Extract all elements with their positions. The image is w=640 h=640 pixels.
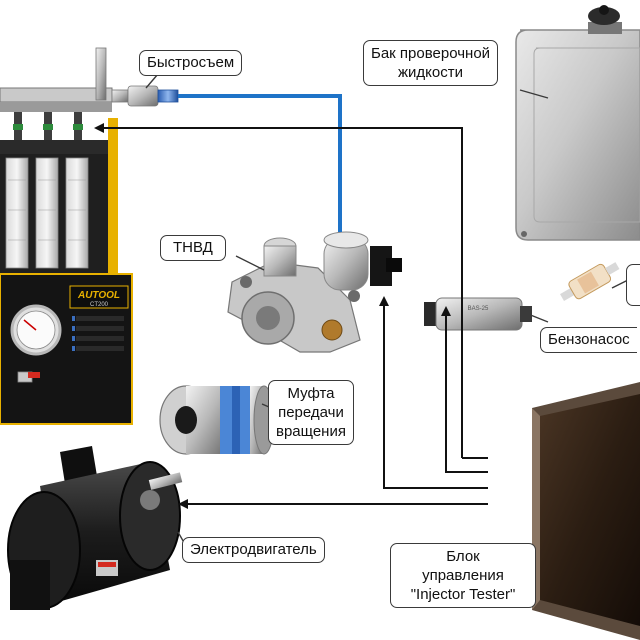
test-fluid-tank: [515, 5, 640, 241]
control-line-to-fuel-pump: [441, 306, 488, 473]
label-hp-pump: ТНВД: [160, 235, 226, 261]
label-tank: Бак проверочной жидкости: [363, 40, 499, 86]
label-control-unit-line-2: управления: [422, 567, 504, 584]
control-line-to-hp-pump: [379, 296, 488, 489]
quick-connector-part: [111, 85, 179, 107]
injector-tester-stand: AUTOOL CT200: [0, 47, 133, 425]
rotation-coupling-part: [159, 385, 275, 455]
label-quick-connector: Быстросъем: [139, 50, 243, 76]
label-control-unit-line-1: Блок: [446, 548, 480, 565]
fuel-filter: [560, 262, 620, 301]
label-motor-text: Электродвигатель: [190, 541, 317, 558]
label-coupling-line-1: Муфта: [287, 385, 335, 402]
label-fuel-pump-text: Бензонасос: [548, 331, 630, 348]
leader-tank: [519, 89, 549, 99]
label-motor: Электродвигатель: [182, 537, 325, 563]
leader-filter: [611, 279, 629, 289]
label-coupling: Муфта передачи вращения: [268, 380, 354, 445]
label-filter-partial: [626, 264, 640, 306]
control-line-to-tester: [94, 123, 463, 458]
label-hp-pump-text: ТНВД: [173, 239, 213, 256]
label-coupling-line-2: передачи: [278, 404, 344, 421]
label-tank-line-2: жидкости: [398, 64, 464, 81]
tester-model-text: CT200: [90, 302, 109, 308]
leader-fuel-pump: [527, 313, 549, 323]
label-tank-line-1: Бак проверочной: [371, 45, 491, 62]
label-quick-connector-text: Быстросъем: [147, 54, 235, 71]
label-coupling-line-3: вращения: [276, 423, 346, 440]
tester-brand-text: AUTOOL: [77, 290, 120, 301]
label-control-unit: Блок управления "Injector Tester": [390, 543, 536, 608]
fuel-line-blue: [178, 94, 342, 232]
leader-quick-connector: [145, 73, 159, 89]
pump-marking-text: BAS-25: [468, 306, 489, 312]
high-pressure-pump-part: [227, 231, 402, 353]
electric-motor-part: [7, 446, 183, 610]
label-control-unit-line-3: "Injector Tester": [410, 586, 516, 603]
label-fuel-pump: Бензонасос: [540, 327, 637, 353]
leader-hp-pump: [235, 255, 265, 271]
control-unit-part: [532, 382, 640, 640]
electric-fuel-pump-part: BAS-25: [424, 297, 532, 331]
